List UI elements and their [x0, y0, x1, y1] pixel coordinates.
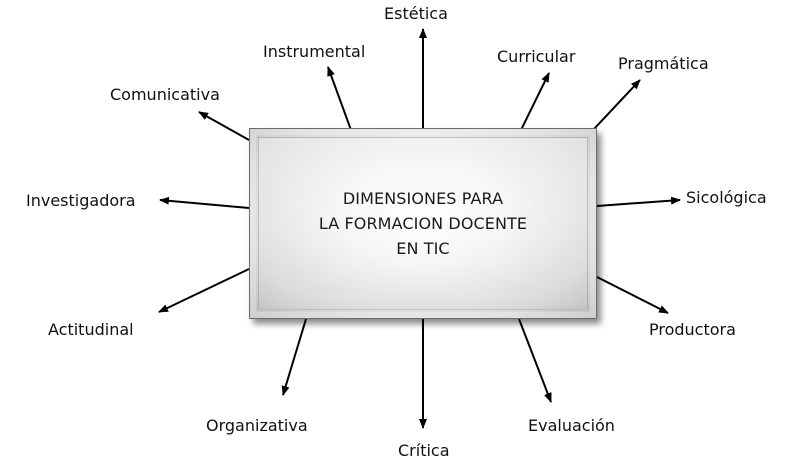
label-critica: Crítica — [398, 441, 450, 460]
center-title-line-1: DIMENSIONES PARA — [342, 189, 504, 208]
arrow-curricular — [520, 72, 550, 131]
label-instrumental: Instrumental — [263, 42, 366, 61]
label-comunicativa: Comunicativa — [110, 85, 220, 104]
center-title-line-3: EN TIC — [396, 239, 450, 258]
arrow-comunicativa — [198, 111, 250, 141]
arrow-instrumental — [327, 66, 352, 131]
label-evaluacion: Evaluación — [528, 416, 615, 435]
arrow-investigadora — [159, 196, 250, 209]
arrow-sicologica — [596, 196, 681, 207]
label-investigadora: Investigadora — [26, 191, 136, 210]
arrow-actitudinal — [158, 268, 250, 313]
center-title-line-2: LA FORMACION DOCENTE — [318, 214, 528, 233]
arrow-evaluacion — [518, 318, 552, 403]
label-organizativa: Organizativa — [206, 416, 308, 435]
label-curricular: Curricular — [497, 47, 576, 66]
arrow-pragmatica — [593, 79, 641, 130]
label-estetica: Estética — [384, 4, 448, 23]
label-productora: Productora — [649, 320, 736, 339]
center-title: DIMENSIONES PARA LA FORMACION DOCENTE EN… — [319, 186, 527, 261]
label-pragmatica: Pragmática — [618, 54, 709, 73]
label-sicologica: Sicológica — [686, 188, 767, 207]
arrow-productora — [596, 276, 669, 314]
label-actitudinal: Actitudinal — [48, 320, 134, 339]
center-box: DIMENSIONES PARA LA FORMACION DOCENTE EN… — [249, 128, 597, 319]
arrow-organizativa — [281, 318, 307, 396]
